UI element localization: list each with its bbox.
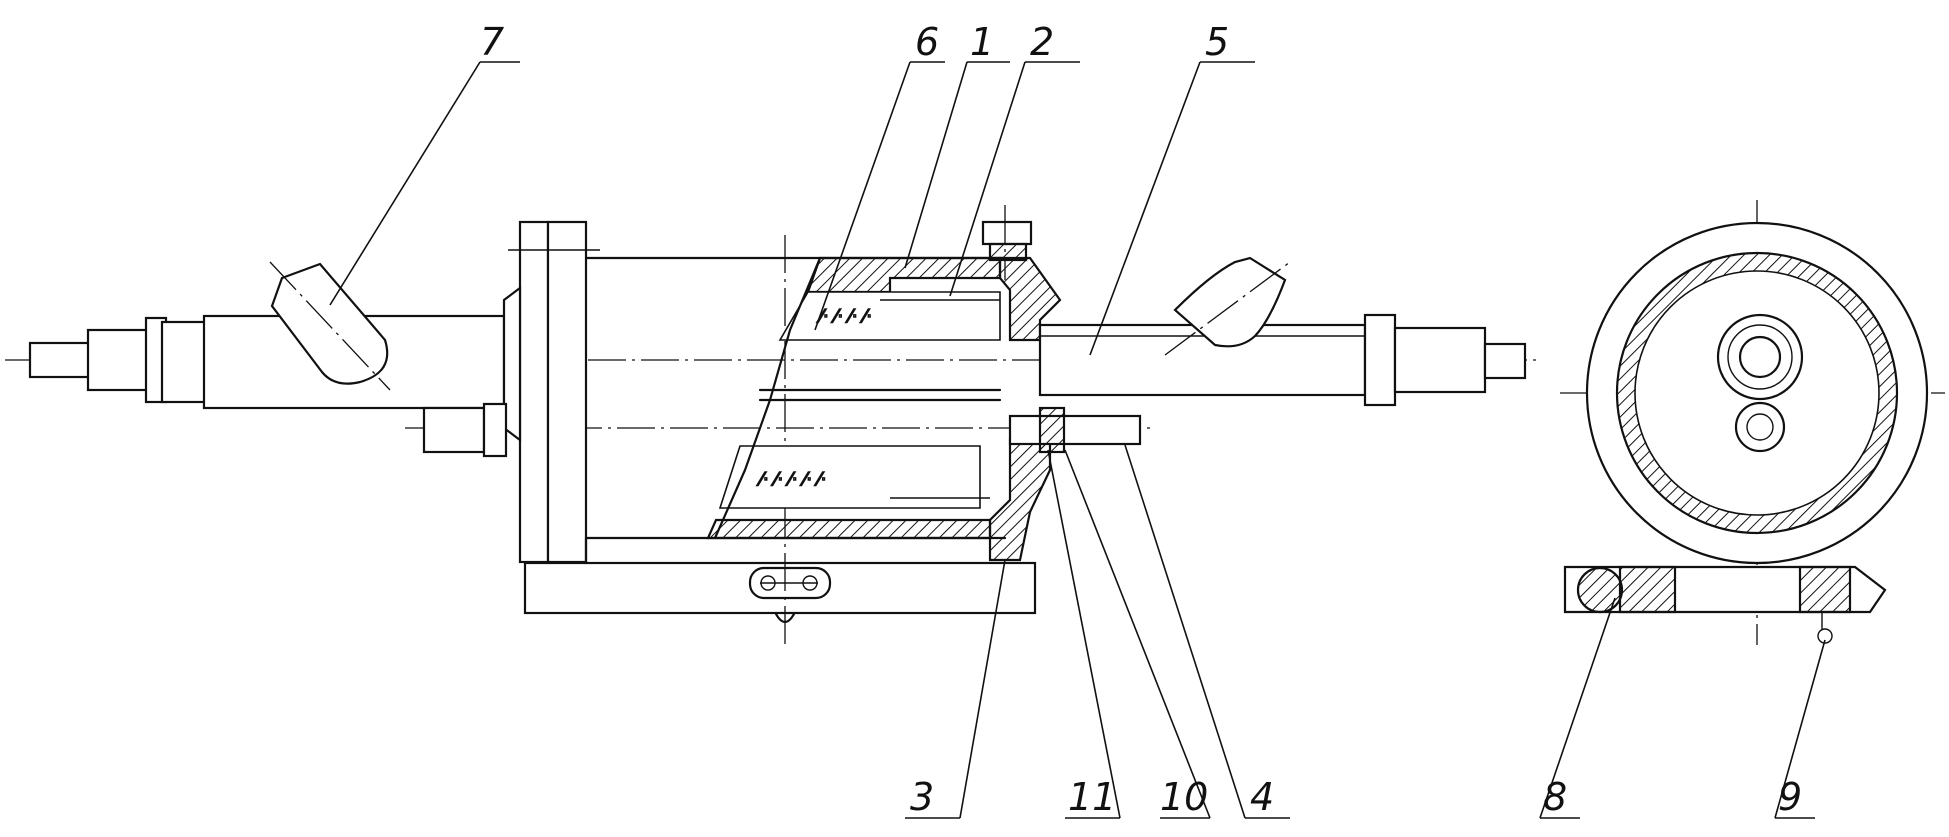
svg-text:⁄· ⁄· ⁄· ⁄· ⁄·: ⁄· ⁄· ⁄· ⁄· ⁄· (756, 469, 827, 490)
callout-10: 10 (1160, 775, 1208, 819)
end-view (1539, 200, 1945, 819)
callout-7: 7 (480, 20, 504, 64)
svg-text:⁄· ⁄· ⁄· ⁄·: ⁄· ⁄· ⁄· ⁄· (816, 306, 872, 327)
outer-housing (523, 235, 1037, 650)
callout-3: 3 (910, 775, 934, 819)
leader-lines (329, 61, 1290, 819)
inclined-branch-left (269, 261, 391, 391)
flange-assembly (422, 220, 600, 564)
callout-labels: 7 6 1 2 5 3 11 10 4 8 9 (480, 20, 1802, 819)
callout-2: 2 (1030, 20, 1054, 64)
callout-11: 11 (1068, 775, 1116, 819)
right-shaft (1038, 256, 1527, 407)
callout-6: 6 (915, 20, 939, 64)
top-fitting (981, 205, 1033, 280)
callout-8: 8 (1543, 775, 1567, 819)
callout-4: 4 (1250, 775, 1274, 819)
side-view: ⁄· ⁄· ⁄· ⁄· ⁄· ⁄· ⁄· ⁄· ⁄· (5, 61, 1540, 819)
callout-5: 5 (1205, 20, 1229, 64)
sectioned-body: ⁄· ⁄· ⁄· ⁄· ⁄· ⁄· ⁄· ⁄· ⁄· (706, 256, 1142, 562)
left-spindle (28, 314, 506, 410)
callout-1: 1 (970, 20, 994, 64)
callout-9: 9 (1778, 775, 1802, 819)
